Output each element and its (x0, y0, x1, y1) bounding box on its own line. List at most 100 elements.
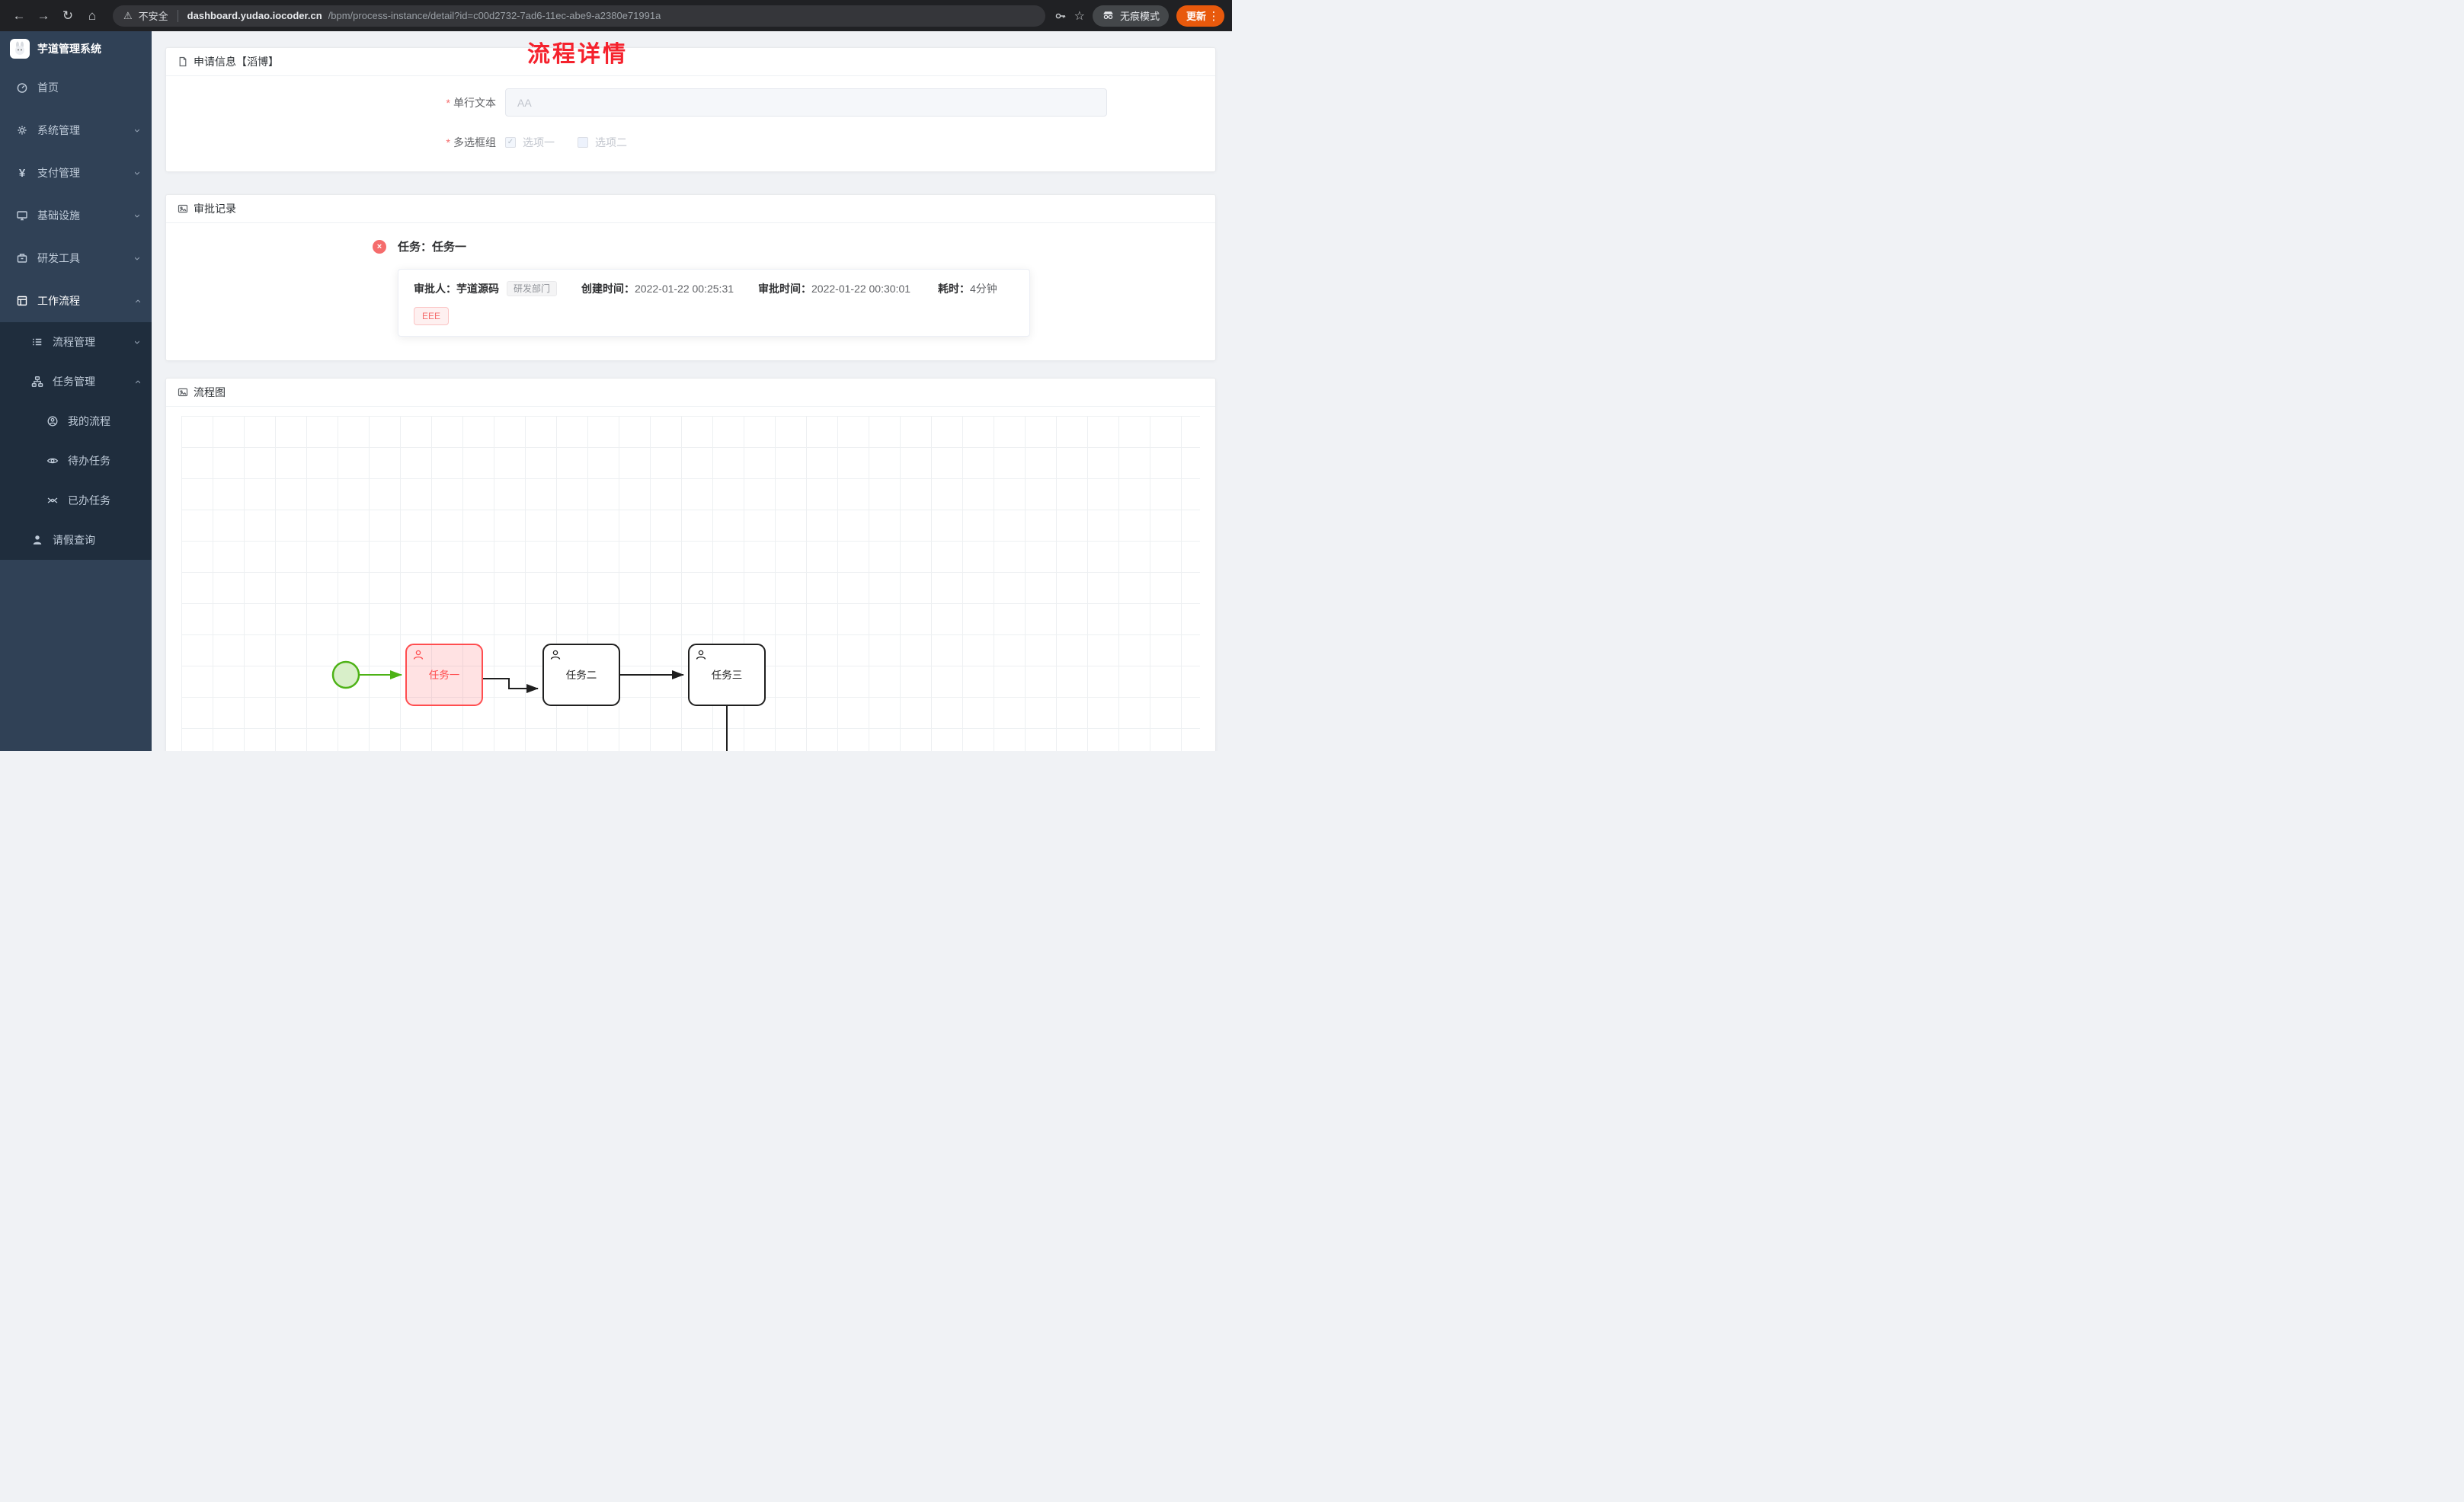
sidebar-item-devtools[interactable]: 研发工具 › (0, 237, 152, 280)
user-task-icon (696, 650, 706, 660)
required-mark: * (446, 136, 450, 149)
approval-records-card: 审批记录 × 任务：任务一 审批人： 芋道源码 研发部门 创建时间： 2022-… (165, 194, 1216, 361)
sidebar-item-done-tasks[interactable]: 已办任务 (0, 481, 152, 520)
main-content: 流程详情 申请信息【滔博】 *单行文本 (152, 31, 1232, 751)
create-time-label: 创建时间： (581, 283, 635, 295)
update-label: 更新 (1186, 11, 1206, 22)
chevron-down-icon: › (131, 340, 144, 344)
sidebar-item-system[interactable]: 系统管理 › (0, 109, 152, 152)
bpmn-canvas[interactable]: 任务一 任务二 (181, 416, 1200, 751)
bpmn-task-2[interactable]: 任务二 (542, 644, 620, 706)
task-2-label: 任务二 (566, 670, 597, 681)
approve-time-value: 2022-01-22 00:30:01 (811, 283, 911, 295)
browser-back-button[interactable]: ← (8, 5, 30, 27)
sidebar-item-my-process[interactable]: 我的流程 (0, 401, 152, 441)
tree-icon (30, 376, 44, 388)
bpmn-svg: 任务一 任务二 (331, 644, 766, 751)
bpmn-task-3[interactable]: 任务三 (688, 644, 766, 706)
single-line-text-input[interactable] (505, 88, 1107, 117)
sidebar-item-process-management[interactable]: 流程管理 › (0, 322, 152, 362)
bookmark-star-icon[interactable]: ☆ (1074, 9, 1085, 23)
checkbox-option-2-label: 选项二 (595, 136, 627, 149)
department-tag: 研发部门 (507, 281, 558, 296)
user-task-icon (413, 650, 424, 660)
app-title: 芋道管理系统 (37, 43, 101, 55)
sidebar-item-infrastructure[interactable]: 基础设施 › (0, 194, 152, 237)
chevron-down-icon: › (131, 213, 144, 218)
sidebar-item-todo-tasks[interactable]: 待办任务 (0, 441, 152, 481)
comment-tag: EEE (414, 307, 450, 325)
flow-task1-to-task2 (482, 678, 539, 693)
sidebar-item-label: 请假查询 (53, 534, 95, 546)
browser-chrome: ← → ↻ ⌂ ⚠ 不安全 dashboard.yudao.iocoder.cn… (0, 0, 1232, 31)
required-mark: * (446, 96, 450, 109)
approver-name: 芋道源码 (456, 283, 499, 295)
incognito-badge: 无痕模式 (1092, 5, 1169, 27)
sidebar-item-label: 研发工具 (37, 252, 80, 264)
browser-home-button[interactable]: ⌂ (81, 5, 104, 27)
refresh-icon: ↻ (62, 8, 74, 23)
browser-update-menu-button[interactable]: 更新 ⋮ (1176, 5, 1224, 27)
workflow-icon (15, 295, 29, 307)
approval-detail-card: 审批人： 芋道源码 研发部门 创建时间： 2022-01-22 00:25:31… (398, 269, 1030, 337)
toolbox-icon (15, 252, 29, 264)
browser-actions: ☆ 无痕模式 更新 ⋮ (1054, 5, 1224, 27)
password-key-icon[interactable] (1054, 10, 1067, 22)
incognito-spy-icon (1102, 8, 1115, 24)
approval-records-header: 审批记录 (166, 195, 1215, 223)
sidebar-item-workflow[interactable]: 工作流程 › (0, 280, 152, 322)
sidebar: 芋道管理系统 首页 系统管理 › ¥ 支付管理 › (0, 31, 152, 751)
apply-info-title: 申请信息【滔博】 (194, 56, 279, 68)
timeline-item-header: × 任务：任务一 (373, 238, 1200, 254)
sidebar-item-label: 待办任务 (68, 455, 110, 467)
browser-forward-button[interactable]: → (32, 5, 55, 27)
address-bar[interactable]: ⚠ 不安全 dashboard.yudao.iocoder.cn /bpm/pr… (113, 5, 1045, 27)
yen-icon: ¥ (18, 166, 26, 180)
checkbox-option-1[interactable]: ✓ 选项一 (505, 135, 555, 150)
chevron-up-icon: › (131, 299, 144, 303)
bpmn-task-1[interactable]: 任务一 (405, 644, 483, 706)
app-logo-icon (10, 39, 30, 59)
sidebar-item-label: 工作流程 (37, 295, 80, 307)
approval-meta-row: 审批人： 芋道源码 研发部门 创建时间： 2022-01-22 00:25:31… (414, 281, 1014, 296)
sidebar-item-home[interactable]: 首页 (0, 66, 152, 109)
sidebar-item-label: 已办任务 (68, 494, 110, 507)
form-row-text: *单行文本 (166, 88, 1215, 117)
sidebar-item-task-management[interactable]: 任务管理 › (0, 362, 152, 401)
apply-info-header: 申请信息【滔博】 (166, 48, 1215, 76)
forward-icon: → (37, 8, 50, 23)
sidebar-item-leave-query[interactable]: 请假查询 (0, 520, 152, 560)
chevron-down-icon: › (131, 171, 144, 175)
app-logo-row[interactable]: 芋道管理系统 (0, 31, 152, 66)
picture-icon (178, 387, 188, 398)
process-diagram-card: 流程图 (165, 378, 1216, 751)
sidebar-item-payment[interactable]: ¥ 支付管理 › (0, 152, 152, 194)
security-label: 不安全 (138, 11, 168, 22)
bpmn-start-event[interactable] (331, 660, 360, 689)
apply-form: *单行文本 *多选框组 ✓ 选项一 选 (166, 76, 1215, 171)
user-task-icon (550, 650, 561, 660)
page-title: 流程详情 (527, 42, 628, 67)
sidebar-item-label: 系统管理 (37, 124, 80, 136)
checkbox-option-2[interactable]: 选项二 (578, 135, 627, 150)
home-icon: ⌂ (88, 8, 97, 23)
chevron-down-icon: › (131, 128, 144, 133)
kebab-menu-icon: ⋮ (1208, 9, 1220, 23)
incognito-label: 无痕模式 (1119, 11, 1160, 22)
sidebar-item-label: 我的流程 (68, 415, 110, 427)
page-root: ← → ↻ ⌂ ⚠ 不安全 dashboard.yudao.iocoder.cn… (0, 0, 1232, 751)
picture-icon (178, 203, 188, 214)
text-field-label: *单行文本 (446, 96, 496, 109)
user-icon (30, 534, 44, 546)
eye-icon (46, 455, 59, 467)
not-secure-icon: ⚠ (123, 9, 133, 21)
checkbox-field-label: *多选框组 (446, 136, 496, 149)
url-path: /bpm/process-instance/detail?id=c00d2732… (328, 10, 661, 21)
browser-refresh-button[interactable]: ↻ (56, 5, 79, 27)
approval-records-body: × 任务：任务一 审批人： 芋道源码 研发部门 创建时间： 2022-01-22… (166, 223, 1215, 360)
process-diagram-header: 流程图 (166, 379, 1215, 407)
rejected-status-icon: × (373, 239, 386, 254)
sidebar-item-label: 任务管理 (53, 376, 95, 388)
task-3-label: 任务三 (712, 670, 743, 681)
sidebar-item-label: 支付管理 (37, 167, 80, 179)
